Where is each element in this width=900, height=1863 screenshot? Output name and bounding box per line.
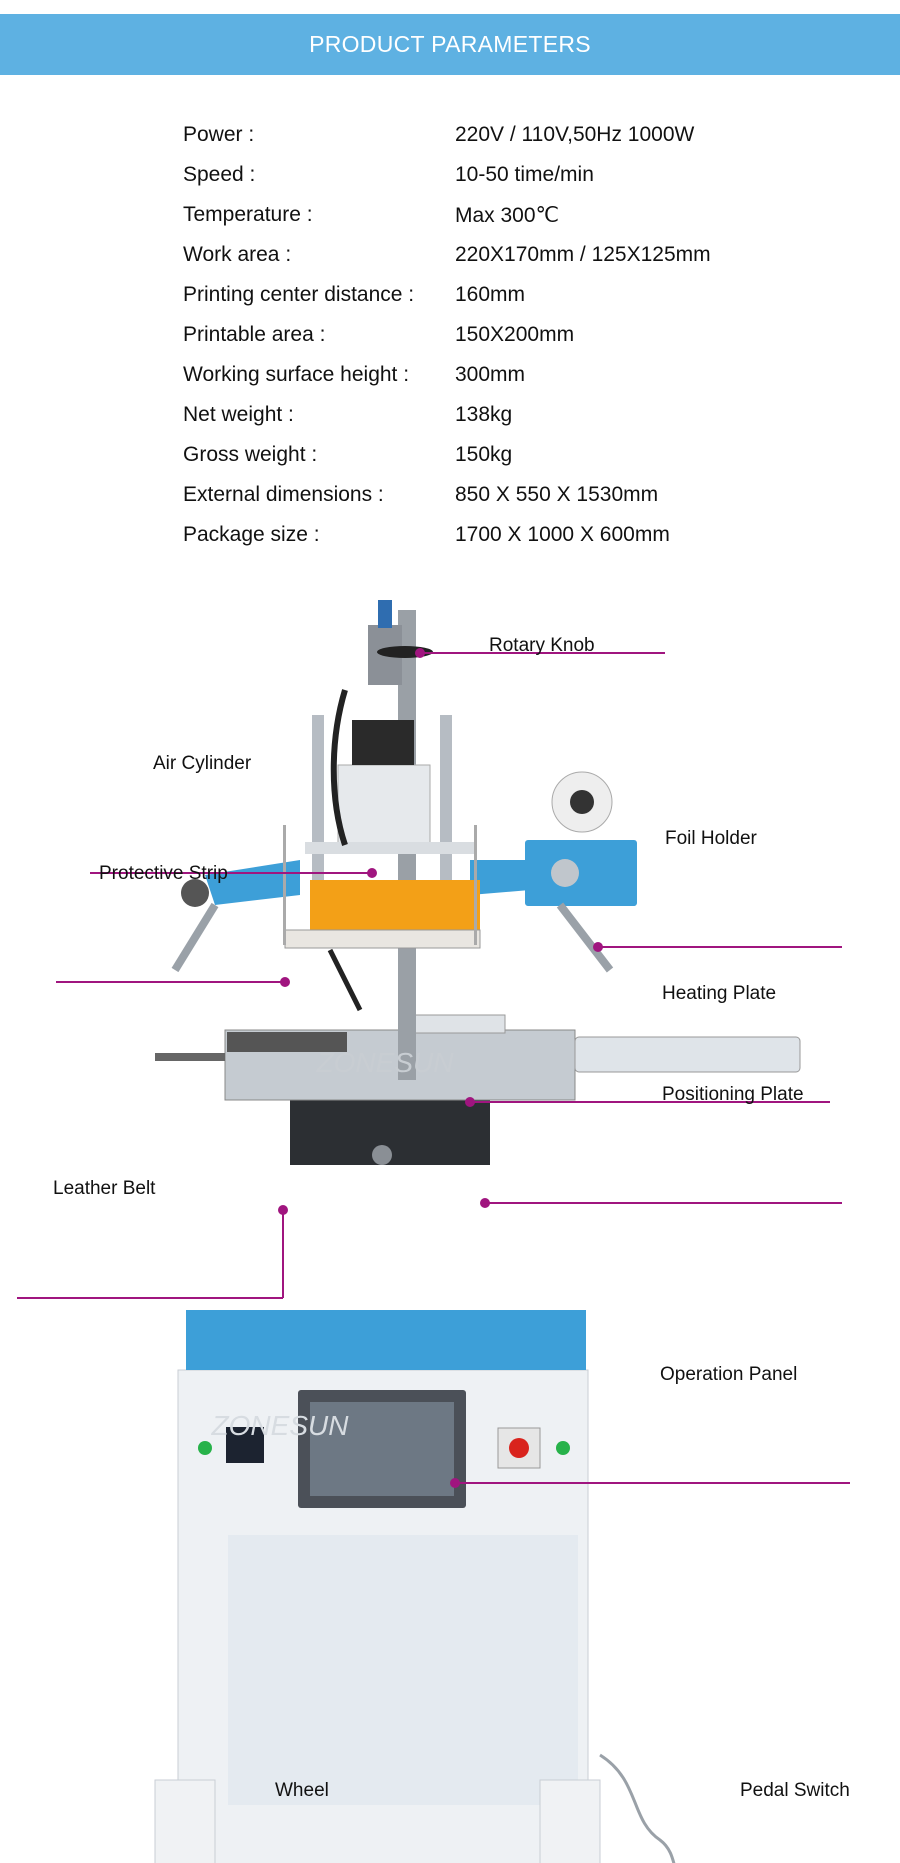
callout-rotary-knob: Rotary Knob <box>489 635 595 656</box>
pedal-cable <box>599 1753 676 1863</box>
callout-wheel: Wheel <box>275 1780 329 1801</box>
left-blue-arm <box>205 860 300 905</box>
foil-bracket <box>525 840 637 906</box>
callout-dot-rotary-knob <box>415 648 425 658</box>
param-value: 850 X 550 X 1530mm <box>455 483 659 506</box>
param-label: Work area : <box>183 243 292 266</box>
parameters-table: Power : 220V / 110V,50Hz 1000W Speed : 10-… <box>183 115 711 555</box>
heating-plate-cover <box>310 880 480 932</box>
right-handle <box>556 902 614 973</box>
cabinet-top-blue <box>186 1310 586 1370</box>
positioning-plate <box>404 1014 506 1034</box>
callout-lines <box>17 648 850 1488</box>
callout-dot-heating-plate <box>465 1097 475 1107</box>
watermark-top: ZONESUN <box>316 1047 455 1078</box>
callout-protective-strip: Protective Strip <box>99 863 228 884</box>
param-row: Net weight : 138kg <box>183 395 711 435</box>
air-fitting <box>378 600 392 628</box>
air-cylinder-top <box>352 720 414 765</box>
heating-plate <box>284 929 481 949</box>
left-handle <box>171 902 219 973</box>
param-row: Work area : 220X170mm / 125X125mm <box>183 235 711 275</box>
param-row: Printing center distance : 160mm <box>183 275 711 315</box>
indicator-light-right <box>556 1441 570 1455</box>
touch-screen <box>310 1402 454 1496</box>
param-row: Package size : 1700 X 1000 X 600mm <box>183 515 711 555</box>
param-label: Gross weight : <box>183 443 318 466</box>
param-value: 10-50 time/min <box>455 163 594 186</box>
callout-positioning-plate: Positioning Plate <box>662 1084 804 1105</box>
param-label: Speed : <box>183 163 256 186</box>
param-value: Max 300℃ <box>455 203 560 227</box>
callout-dot-operation-panel <box>450 1478 460 1488</box>
protective-strip-right <box>474 825 477 945</box>
param-row: Speed : 10-50 time/min <box>183 155 711 195</box>
param-value: 150kg <box>455 443 513 466</box>
machine-drawing-group: ZONESUN ZONESUN <box>17 600 850 1863</box>
left-leg <box>154 1779 216 1863</box>
param-value: 150X200mm <box>455 323 575 346</box>
param-row: Working surface height : 300mm <box>183 355 711 395</box>
leather-belt <box>227 1032 347 1052</box>
watermark-bottom: ZONESUN <box>211 1410 350 1441</box>
param-value: 300mm <box>455 363 526 386</box>
callout-dot-protective-strip <box>280 977 290 987</box>
callout-heating-plate: Heating Plate <box>662 983 777 1004</box>
machine-figure: ZONESUN ZONESUN Rotary Knob <box>0 590 900 1863</box>
param-value: 160mm <box>455 283 526 306</box>
param-label: Working surface height : <box>183 363 410 386</box>
param-row: External dimensions : 850 X 550 X 1530mm <box>183 475 711 515</box>
temperature-controller <box>226 1427 264 1463</box>
table-knob <box>372 1145 392 1165</box>
param-label: Printing center distance : <box>183 283 415 306</box>
page-title: PRODUCT PARAMETERS <box>309 31 591 57</box>
right-leg <box>539 1779 601 1863</box>
air-cylinder-body <box>337 764 431 844</box>
left-foil-knob <box>181 879 209 907</box>
param-label: Printable area : <box>183 323 326 346</box>
callout-dot-positioning-plate <box>480 1198 490 1208</box>
foil-roller-hub <box>570 790 594 814</box>
indicator-light-left <box>198 1441 212 1455</box>
param-row: Gross weight : 150kg <box>183 435 711 475</box>
belt-hose <box>327 948 363 1012</box>
param-label: Package size : <box>183 523 320 546</box>
param-label: External dimensions : <box>183 483 384 506</box>
callout-dot-air-cylinder <box>367 868 377 878</box>
param-row: Temperature : Max 300℃ <box>183 195 711 235</box>
callout-air-cylinder: Air Cylinder <box>153 753 252 774</box>
cabinet-opening <box>228 1535 578 1805</box>
right-blue-arm <box>470 860 530 895</box>
callout-pedal-switch: Pedal Switch <box>740 1780 850 1801</box>
param-value: 220V / 110V,50Hz 1000W <box>455 123 695 146</box>
protective-strip-left <box>283 825 286 945</box>
belt-roller-shaft <box>155 1053 225 1061</box>
power-switch-knob <box>509 1438 529 1458</box>
param-label: Power : <box>183 123 255 146</box>
callout-leather-belt: Leather Belt <box>53 1178 156 1199</box>
param-value: 1700 X 1000 X 600mm <box>455 523 670 546</box>
header-banner: PRODUCT PARAMETERS <box>0 14 900 75</box>
param-row: Power : 220V / 110V,50Hz 1000W <box>183 115 711 155</box>
param-label: Temperature : <box>183 203 313 226</box>
callout-operation-panel: Operation Panel <box>660 1364 798 1385</box>
param-value: 220X170mm / 125X125mm <box>455 243 711 266</box>
param-value: 138kg <box>455 403 513 426</box>
callout-dot-foil-holder <box>593 942 603 952</box>
air-hose <box>330 689 348 846</box>
top-plate <box>305 842 475 854</box>
foil-bracket-knob <box>551 859 579 887</box>
machine-illustration: ZONESUN ZONESUN <box>17 600 850 1863</box>
callout-dot-leather-belt <box>278 1205 288 1215</box>
param-label: Net weight : <box>183 403 294 426</box>
param-row: Printable area : 150X200mm <box>183 315 711 355</box>
callout-foil-holder: Foil Holder <box>665 828 757 849</box>
side-air-cylinder <box>574 1036 801 1073</box>
